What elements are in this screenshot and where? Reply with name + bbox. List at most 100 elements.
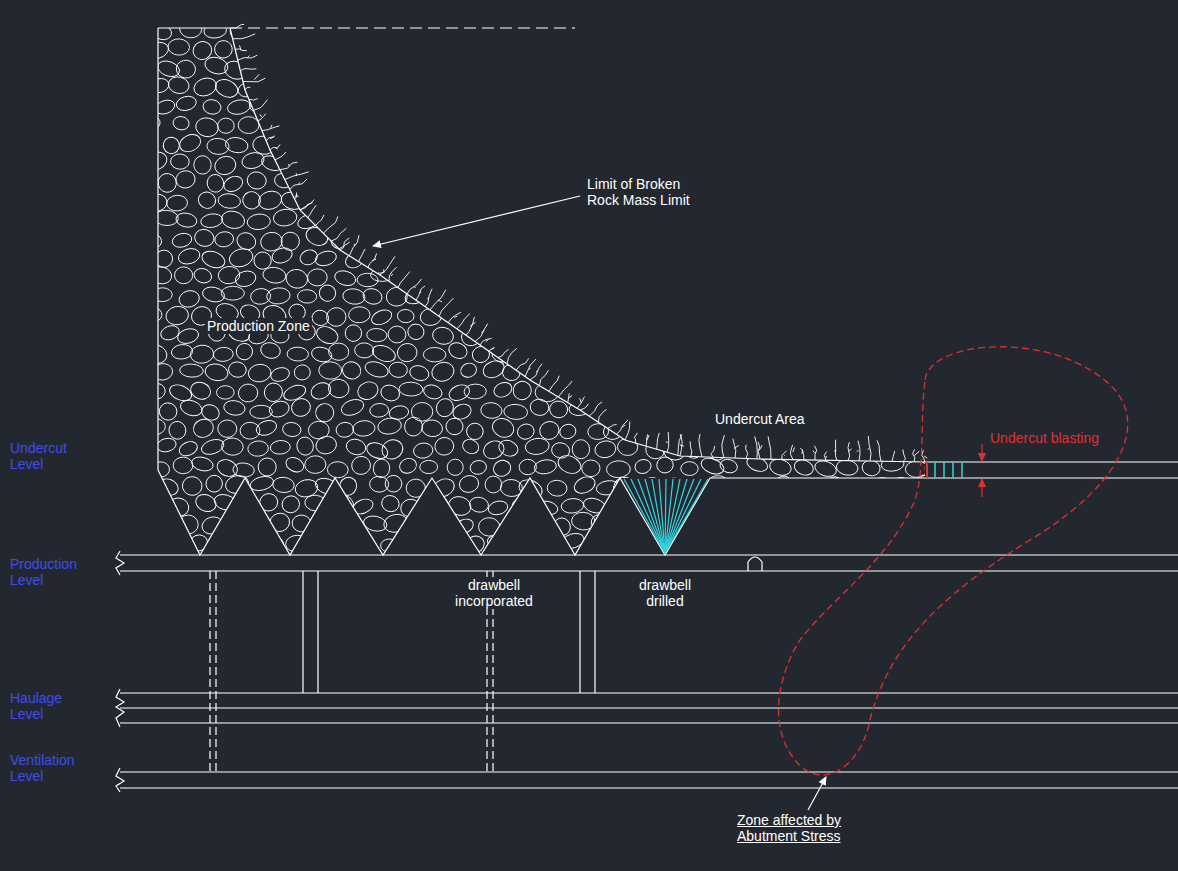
rock-fragment — [940, 514, 962, 538]
rock-fragment — [505, 94, 526, 113]
rock-fragment — [768, 341, 795, 364]
rock-fragment — [547, 209, 570, 232]
rock-fragment — [630, 535, 653, 554]
rock-fragment — [613, 62, 636, 79]
rock-fragment — [614, 284, 637, 308]
rock-fragment — [800, 248, 825, 269]
rock-fragment — [463, 226, 487, 246]
rock-fragment — [683, 322, 705, 343]
rock-fragment — [682, 61, 704, 80]
broken-rock — [139, 17, 968, 556]
rock-fragment — [853, 113, 878, 134]
rock-fragment — [663, 249, 686, 269]
rock-fragment — [740, 38, 762, 61]
rock-fragment — [503, 404, 528, 421]
rock-fragment — [459, 361, 479, 380]
rock-fragment — [792, 378, 817, 402]
rock-fragment — [515, 305, 543, 329]
rock-fragment — [327, 76, 354, 100]
rock-fragment — [259, 341, 282, 361]
rock-fragment — [247, 363, 272, 383]
rock-fragment — [367, 252, 387, 270]
rock-fragment — [423, 148, 450, 171]
rock-fragment — [259, 534, 285, 555]
rock-fragment — [812, 227, 837, 251]
rock-fragment — [313, 59, 335, 76]
rock-fragment — [403, 534, 422, 552]
rock-fragment — [794, 36, 816, 57]
rock-fragment — [377, 416, 403, 435]
crack-line — [300, 204, 309, 209]
rock-fragment — [510, 532, 536, 554]
crack-line — [489, 347, 494, 351]
rock-fragment — [440, 269, 463, 286]
crack-line — [368, 253, 377, 267]
rock-fragment — [936, 363, 960, 382]
rock-fragment — [249, 97, 271, 113]
crack-line — [589, 402, 602, 416]
rock-fragment — [485, 37, 507, 55]
rock-fragment — [908, 421, 931, 441]
rock-fragment — [403, 284, 431, 307]
blast-hole — [934, 462, 936, 478]
rock-fragment — [256, 456, 278, 478]
rock-fragment — [619, 252, 637, 267]
blast-label: Undercut blasting — [988, 430, 1101, 446]
rock-fragment — [928, 38, 952, 57]
rock-fragment — [723, 75, 745, 94]
crack-line — [439, 298, 454, 316]
crack-line — [290, 179, 307, 189]
rock-fragment — [775, 97, 800, 119]
rock-fragment — [476, 21, 502, 40]
rock-fragment — [931, 232, 953, 252]
rock-fragment — [800, 479, 824, 497]
rock-fragment — [428, 61, 450, 77]
rock-fragment — [760, 495, 785, 519]
rock-fragment — [387, 132, 415, 157]
rock-fragment — [756, 206, 778, 229]
crack-line — [457, 314, 470, 329]
rock-fragment — [663, 20, 687, 37]
rock-fragment — [201, 285, 226, 304]
rock-fragment — [520, 134, 542, 154]
rock-fragment — [790, 533, 809, 550]
rock-fragment — [716, 497, 738, 517]
rock-fragment — [458, 247, 479, 266]
rock-fragment — [413, 58, 438, 81]
rock-fragment — [269, 366, 291, 384]
rock-fragment — [143, 40, 170, 62]
crack-line — [746, 445, 748, 459]
rock-fragment — [408, 170, 433, 189]
crack-line — [516, 358, 529, 370]
rock-fragment — [483, 154, 510, 178]
rock-fragment — [172, 115, 190, 131]
rock-fragment — [292, 137, 311, 154]
rock-fragment — [344, 324, 363, 343]
rock-fragment — [508, 228, 534, 250]
rock-fragment — [149, 497, 166, 512]
rock-fragment — [550, 250, 570, 266]
rock-fragment — [750, 362, 776, 387]
rock-fragment — [250, 405, 273, 418]
rock-fragment — [177, 131, 203, 154]
rock-fragment — [779, 326, 805, 347]
rock-fragment — [153, 248, 175, 270]
rock-fragment — [252, 519, 268, 535]
rock-fragment — [914, 57, 932, 74]
drill-hole — [665, 479, 687, 553]
rock-fragment — [839, 168, 867, 192]
rock-fragment — [411, 402, 433, 421]
rock-fragment — [411, 251, 432, 269]
crack-line — [233, 34, 256, 39]
rock-fragment — [769, 118, 793, 135]
rock-fragment — [886, 419, 909, 442]
crack-line — [430, 290, 446, 310]
rock-fragment — [915, 247, 938, 263]
rock-fragment — [405, 478, 426, 498]
rock-fragment — [889, 246, 916, 268]
rock-fragment — [842, 323, 869, 345]
rock-fragment — [455, 59, 476, 78]
rock-fragment — [154, 98, 177, 117]
rock-fragment — [464, 384, 487, 400]
rock-fragment — [530, 187, 557, 209]
